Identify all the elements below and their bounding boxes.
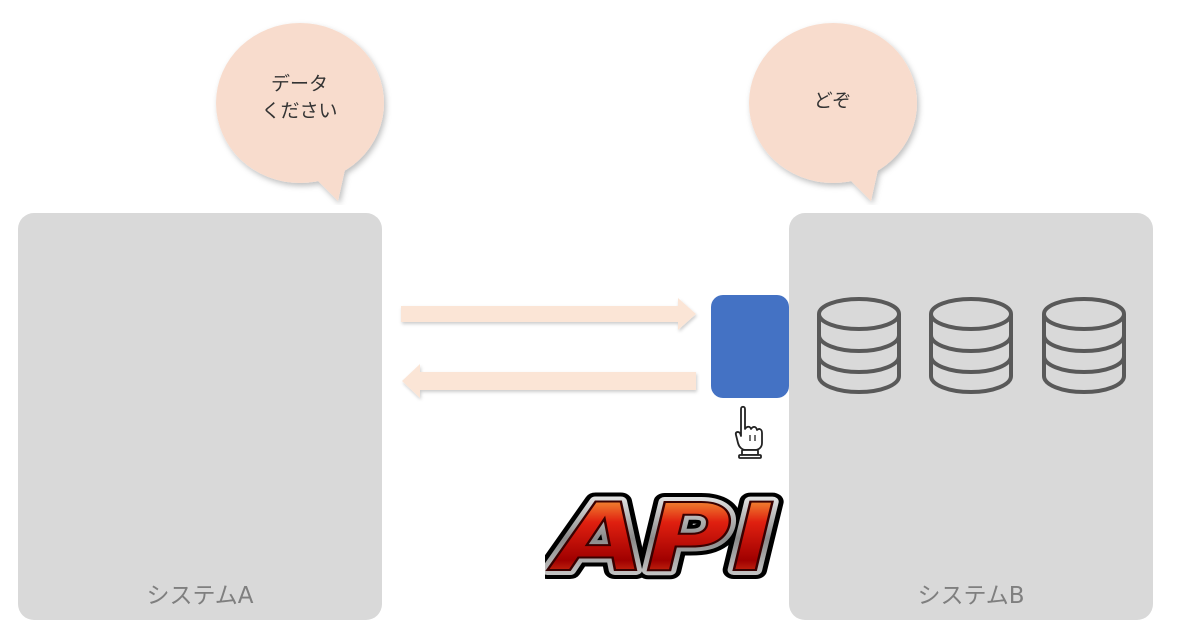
api-logo-shadow: API	[546, 484, 775, 590]
speech-bubble-a-text: データ ください	[261, 73, 338, 122]
database-icon	[1042, 297, 1126, 395]
system-a-label: システムA	[146, 583, 254, 609]
system-b-box: システムB	[789, 213, 1153, 620]
pointing-hand-icon	[734, 405, 763, 459]
api-logo: API API API	[545, 475, 784, 590]
speech-bubble-b-text: どぞ	[813, 90, 852, 112]
api-logo-outline: API	[546, 484, 775, 590]
response-arrow-left	[402, 364, 696, 398]
speech-bubble-a-shape	[216, 23, 384, 201]
system-a-box: システムA	[18, 213, 382, 620]
api-logo-text: API	[546, 484, 775, 590]
speech-bubble-a: データ ください	[212, 15, 392, 205]
speech-bubble-b: どぞ	[745, 15, 925, 205]
api-endpoint-box	[711, 295, 789, 398]
database-icon	[817, 297, 901, 395]
speech-bubble-b-shape	[749, 23, 917, 201]
request-arrow-right	[401, 298, 696, 330]
system-b-label: システムB	[917, 583, 1025, 609]
database-icon	[929, 297, 1013, 395]
